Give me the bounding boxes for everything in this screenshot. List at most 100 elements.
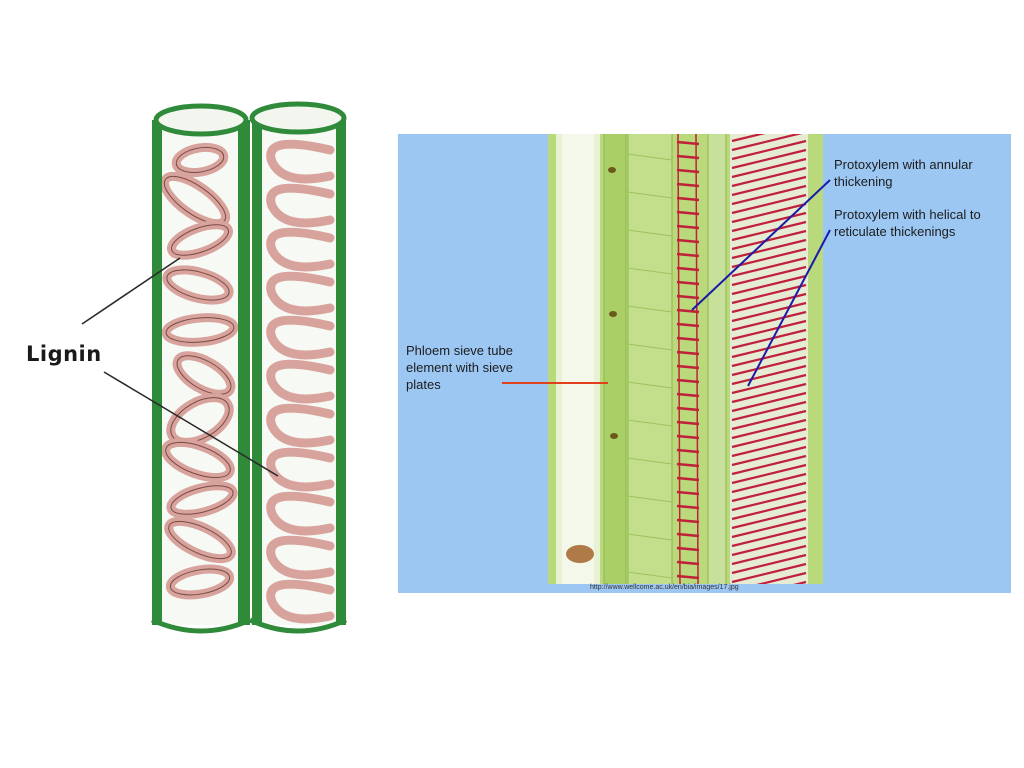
cell-cross-wall (627, 153, 673, 161)
cell-cross-wall (627, 191, 673, 199)
lignin-ring-outline (175, 146, 225, 174)
helical-thickening (756, 571, 807, 584)
helical-thickening (731, 445, 807, 467)
helical-thickening (731, 454, 807, 476)
lignin-ring-outline (168, 520, 232, 560)
annular-ring (676, 504, 700, 510)
annular-ring (676, 532, 700, 538)
annular-ring (676, 308, 700, 314)
helical-thickening (731, 508, 807, 530)
parenchyma-column (628, 134, 672, 584)
vessel-bottom-edge (248, 617, 348, 634)
annular-ring (676, 322, 700, 328)
helical-thickening (731, 481, 807, 503)
cell-cross-wall (627, 495, 673, 503)
annular-ring (676, 518, 700, 524)
annular-ring (676, 378, 700, 384)
helical-thickening (731, 134, 766, 143)
annular-ring (676, 392, 700, 398)
micrograph-panel: Phloem sieve tube element with sieve pla… (398, 134, 1011, 593)
cell-cross-wall (627, 571, 673, 579)
helical-thickening (731, 391, 807, 413)
annular-ring (676, 434, 700, 440)
annular-ring (676, 154, 700, 160)
micrograph-image (548, 134, 823, 584)
vessel-wall (152, 120, 162, 625)
helical-thickening (731, 517, 807, 539)
vessel-wall (238, 120, 250, 625)
annular-ring (676, 490, 700, 496)
lignin-ring-outline (169, 568, 231, 596)
lignin-ring-outline (176, 355, 232, 395)
annular-ring (676, 448, 700, 454)
helical-thickening (731, 544, 807, 566)
xylem-vessel-diagram (81, 101, 348, 634)
helical-thickening (731, 436, 807, 458)
vessel-bottom-edge (150, 617, 252, 634)
helical-thickening (731, 382, 807, 404)
lignin-helix-turn (266, 535, 335, 580)
lignin-helix-turn (266, 139, 335, 184)
lignin-helix-turn (266, 315, 335, 360)
helical-thickening (731, 157, 807, 179)
helical-thickening (731, 148, 807, 170)
vessel-wall (252, 120, 262, 625)
lignin-pointer-line (81, 257, 181, 325)
lignin-ring-outline (171, 224, 229, 256)
cell-cross-wall (627, 457, 673, 465)
helical-thickening (731, 134, 803, 152)
lignin-ring-outline (165, 317, 235, 343)
annular-ring (676, 546, 700, 552)
lignin-helix-turn (266, 359, 335, 404)
helical-thickening (731, 553, 807, 575)
phloem-label: Phloem sieve tube element with sieve pla… (406, 343, 513, 392)
helical-thickening (731, 526, 807, 548)
parenchyma-column (708, 134, 726, 584)
annular-ring (676, 140, 700, 146)
helical-thickening (731, 463, 807, 485)
cell-cross-wall (627, 419, 673, 427)
vessel-wall (336, 120, 346, 625)
cell-cross-wall (627, 305, 673, 313)
lignin-ring-outline (165, 441, 231, 479)
cell-cross-wall (627, 229, 673, 237)
lignin-ring-outline (163, 175, 227, 225)
helical-thickening (731, 490, 807, 512)
annular-ring (676, 476, 700, 482)
annular-ring (676, 406, 700, 412)
lignin-helix-turn (266, 491, 335, 536)
helical-thickening (731, 418, 807, 440)
lignin-ring-outline (170, 485, 234, 515)
lignin-helix-turn (266, 579, 335, 624)
helical-thickening (731, 535, 807, 557)
lignin-pointer-line (103, 371, 279, 477)
lignin-helix-turn (266, 227, 335, 272)
helical-thickening (731, 472, 807, 494)
sieve-plates (608, 167, 618, 439)
annular-ring (676, 364, 700, 370)
cell-cross-wall (627, 533, 673, 541)
helical-thickening (731, 139, 807, 161)
lignin-ring-outline (166, 269, 230, 301)
cell-cross-wall (627, 267, 673, 275)
annular-thickening-label: Protoxylem with annular thickening (834, 157, 973, 189)
annular-ring (676, 420, 700, 426)
annular-protoxylem (676, 134, 700, 584)
lignin-helix-turn (266, 447, 335, 492)
cell-cross-wall (627, 381, 673, 389)
lignin-helix-turn (266, 183, 335, 228)
lignin-rings (159, 139, 335, 624)
annular-ring (676, 168, 700, 174)
helical-thickening (731, 562, 807, 584)
lignin-label: Lignin (26, 342, 102, 366)
annular-ring (676, 560, 700, 566)
parenchyma-column (604, 134, 626, 584)
annular-ring (676, 336, 700, 342)
helical-thickening (731, 400, 807, 422)
phloem-lumen (562, 134, 594, 584)
helical-thickening (731, 499, 807, 521)
lignin-helix-turn (266, 403, 335, 448)
annular-ring (676, 574, 700, 580)
vessel-top-opening (249, 101, 347, 135)
lignin-helix-turn (266, 271, 335, 316)
